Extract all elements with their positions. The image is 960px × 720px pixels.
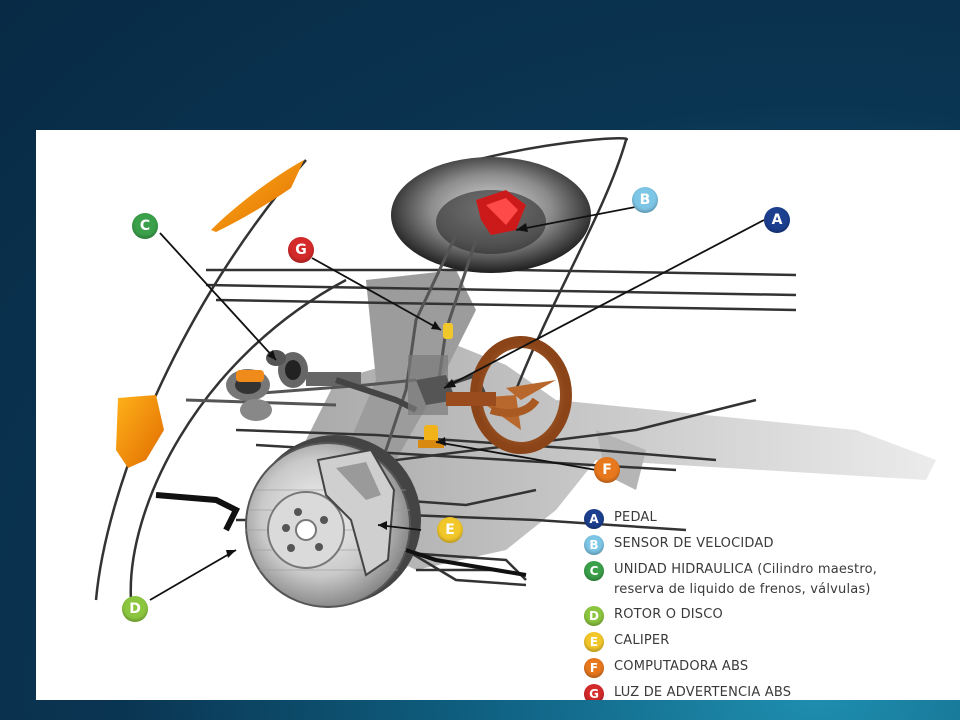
suspension-arm: [155, 492, 527, 577]
legend-item-e: E CALIPER: [584, 631, 954, 652]
legend-label-d: ROTOR O DISCO: [614, 607, 723, 622]
legend-badge-g: G: [584, 684, 604, 700]
abs-brake-system-illustration: [94, 136, 936, 608]
legend-label-c-line1: UNIDAD HIDRAULICA (Cilindro maestro,: [614, 562, 878, 577]
legend-label-e: CALIPER: [614, 633, 670, 648]
legend-label-c-line2: reserva de liquido de frenos, válvulas): [614, 582, 871, 597]
legend-item-c: C UNIDAD HIDRAULICA (Cilindro maestro, r…: [584, 560, 954, 600]
callout-badge-a: A: [764, 207, 790, 233]
legend-badge-a: A: [584, 509, 604, 529]
legend-label-a: PEDAL: [614, 510, 657, 525]
legend-badge-e: E: [584, 632, 604, 652]
callout-badge-b: B: [632, 187, 658, 213]
callout-badge-d: D: [122, 596, 148, 622]
callout-badge-f: F: [594, 457, 620, 483]
legend-label-g: LUZ DE ADVERTENCIA ABS: [614, 685, 792, 700]
callout-arrowheads: [226, 223, 528, 558]
legend-item-g: G LUZ DE ADVERTENCIA ABS: [584, 683, 954, 700]
headlight-front: [116, 395, 164, 468]
legend-item-b: B SENSOR DE VELOCIDAD: [584, 534, 954, 555]
steering-wheel: [446, 336, 572, 454]
callout-badge-c: C: [132, 213, 158, 239]
callout-badge-e: E: [437, 517, 463, 543]
legend-badge-c: C: [584, 561, 604, 581]
legend-label-b: SENSOR DE VELOCIDAD: [614, 536, 774, 551]
legend-item-d: D ROTOR O DISCO: [584, 605, 954, 626]
abs-computer: [418, 425, 444, 448]
diagram-panel: B A C G F E D A PEDAL B SENSOR DE VELOCI…: [36, 130, 960, 700]
legend: A PEDAL B SENSOR DE VELOCIDAD C UNIDAD H…: [584, 508, 954, 700]
rear-caliper: [476, 190, 526, 235]
legend-badge-b: B: [584, 535, 604, 555]
legend-badge-f: F: [584, 658, 604, 678]
legend-item-f: F COMPUTADORA ABS: [584, 657, 954, 678]
abs-warning-light: [443, 323, 453, 339]
front-caliper: [316, 448, 396, 577]
callout-leaders: [149, 202, 765, 601]
headlight-top: [211, 160, 304, 232]
legend-label-c: UNIDAD HIDRAULICA (Cilindro maestro, res…: [614, 560, 877, 600]
legend-badge-d: D: [584, 606, 604, 626]
legend-item-a: A PEDAL: [584, 508, 954, 529]
callout-badge-g: G: [288, 237, 314, 263]
legend-label-f: COMPUTADORA ABS: [614, 659, 749, 674]
